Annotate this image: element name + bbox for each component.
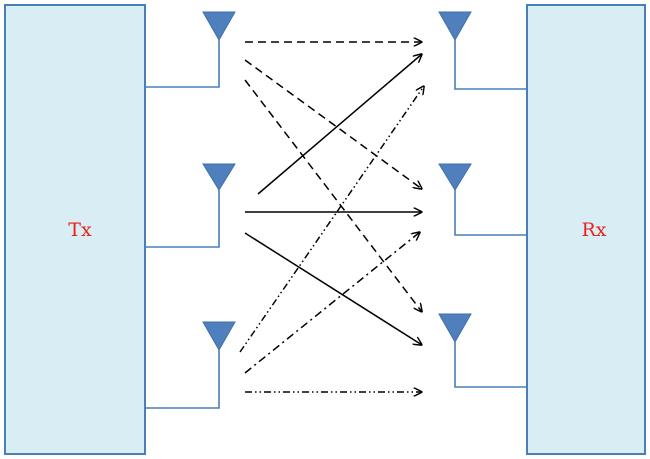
- rx-feed-line-3: [454, 342, 527, 388]
- path-tx2-rx3: [244, 232, 422, 345]
- rx-label: Rx: [581, 219, 606, 241]
- path-tx1-rx3: [244, 79, 422, 312]
- rx-antenna-2-icon: [438, 163, 472, 191]
- tx-label: Tx: [68, 219, 92, 241]
- rx-feed-line-1: [454, 40, 527, 90]
- tx-block: [4, 4, 146, 455]
- rx-feed-line-2: [454, 190, 527, 236]
- rx-antenna-1-icon: [438, 11, 472, 42]
- path-tx3-rx2: [244, 232, 420, 374]
- rx-antenna-3-icon: [438, 313, 472, 344]
- path-tx1-rx2: [244, 59, 422, 189]
- path-tx2-rx1: [257, 54, 422, 195]
- tx-feed-line-2: [145, 190, 220, 248]
- rx-block: [526, 4, 646, 455]
- tx-antenna-1-icon: [202, 11, 236, 42]
- tx-feed-line-1: [145, 40, 220, 88]
- tx-feed-line-3: [145, 350, 220, 409]
- tx-antenna-3-icon: [202, 321, 236, 352]
- path-tx3-rx1: [239, 86, 424, 353]
- tx-antenna-2-icon: [202, 163, 236, 191]
